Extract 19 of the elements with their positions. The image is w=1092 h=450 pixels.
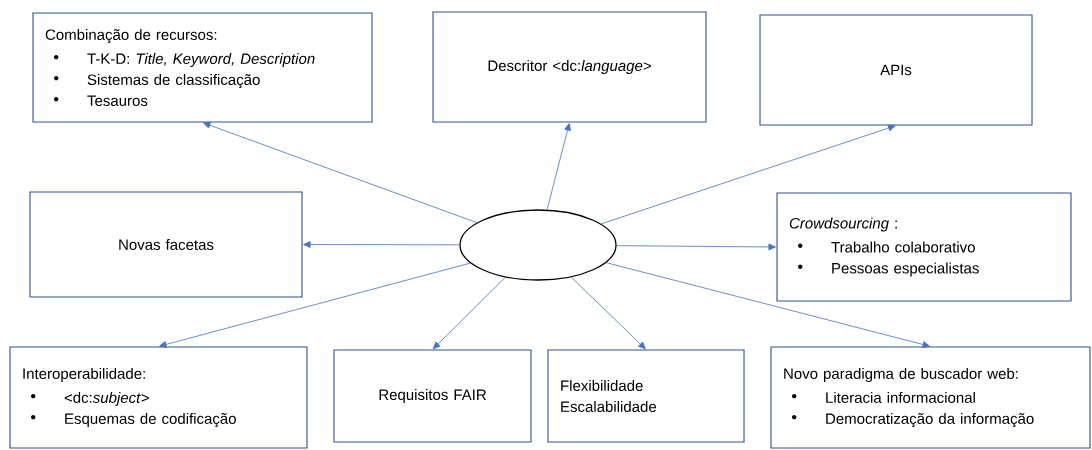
arrow — [546, 123, 571, 210]
arrow — [203, 121, 478, 224]
list-box: Interoperabilidade: <dc:subject> Esquemas de codificação — [9, 346, 308, 449]
arrow — [571, 276, 646, 350]
arrow — [303, 241, 460, 248]
text-box: APIs — [759, 14, 1033, 126]
arrow — [616, 243, 776, 251]
arrow — [432, 277, 506, 350]
text-box: Descritor <dc:language> — [432, 11, 707, 123]
text-box: Novas facetas — [29, 191, 303, 298]
text-box: Flexibilidade Escalabilidade — [547, 349, 745, 443]
arrow — [600, 124, 896, 225]
central-ellipse — [459, 209, 617, 281]
arrow — [605, 262, 930, 348]
list-box: Combinação de recursos: T-K-D: Title, Keyword, Description Sistemas de classificação Tesauros — [32, 12, 373, 123]
list-box: Crowdsourcing : Trabalho colaborativo Pessoas especialistas — [776, 192, 1072, 302]
text-box: Requisitos FAIR — [333, 349, 532, 443]
arrow — [159, 262, 471, 348]
list-box: Novo paradigma de buscador web: Literacia informacional Democratização da informação — [770, 346, 1091, 449]
